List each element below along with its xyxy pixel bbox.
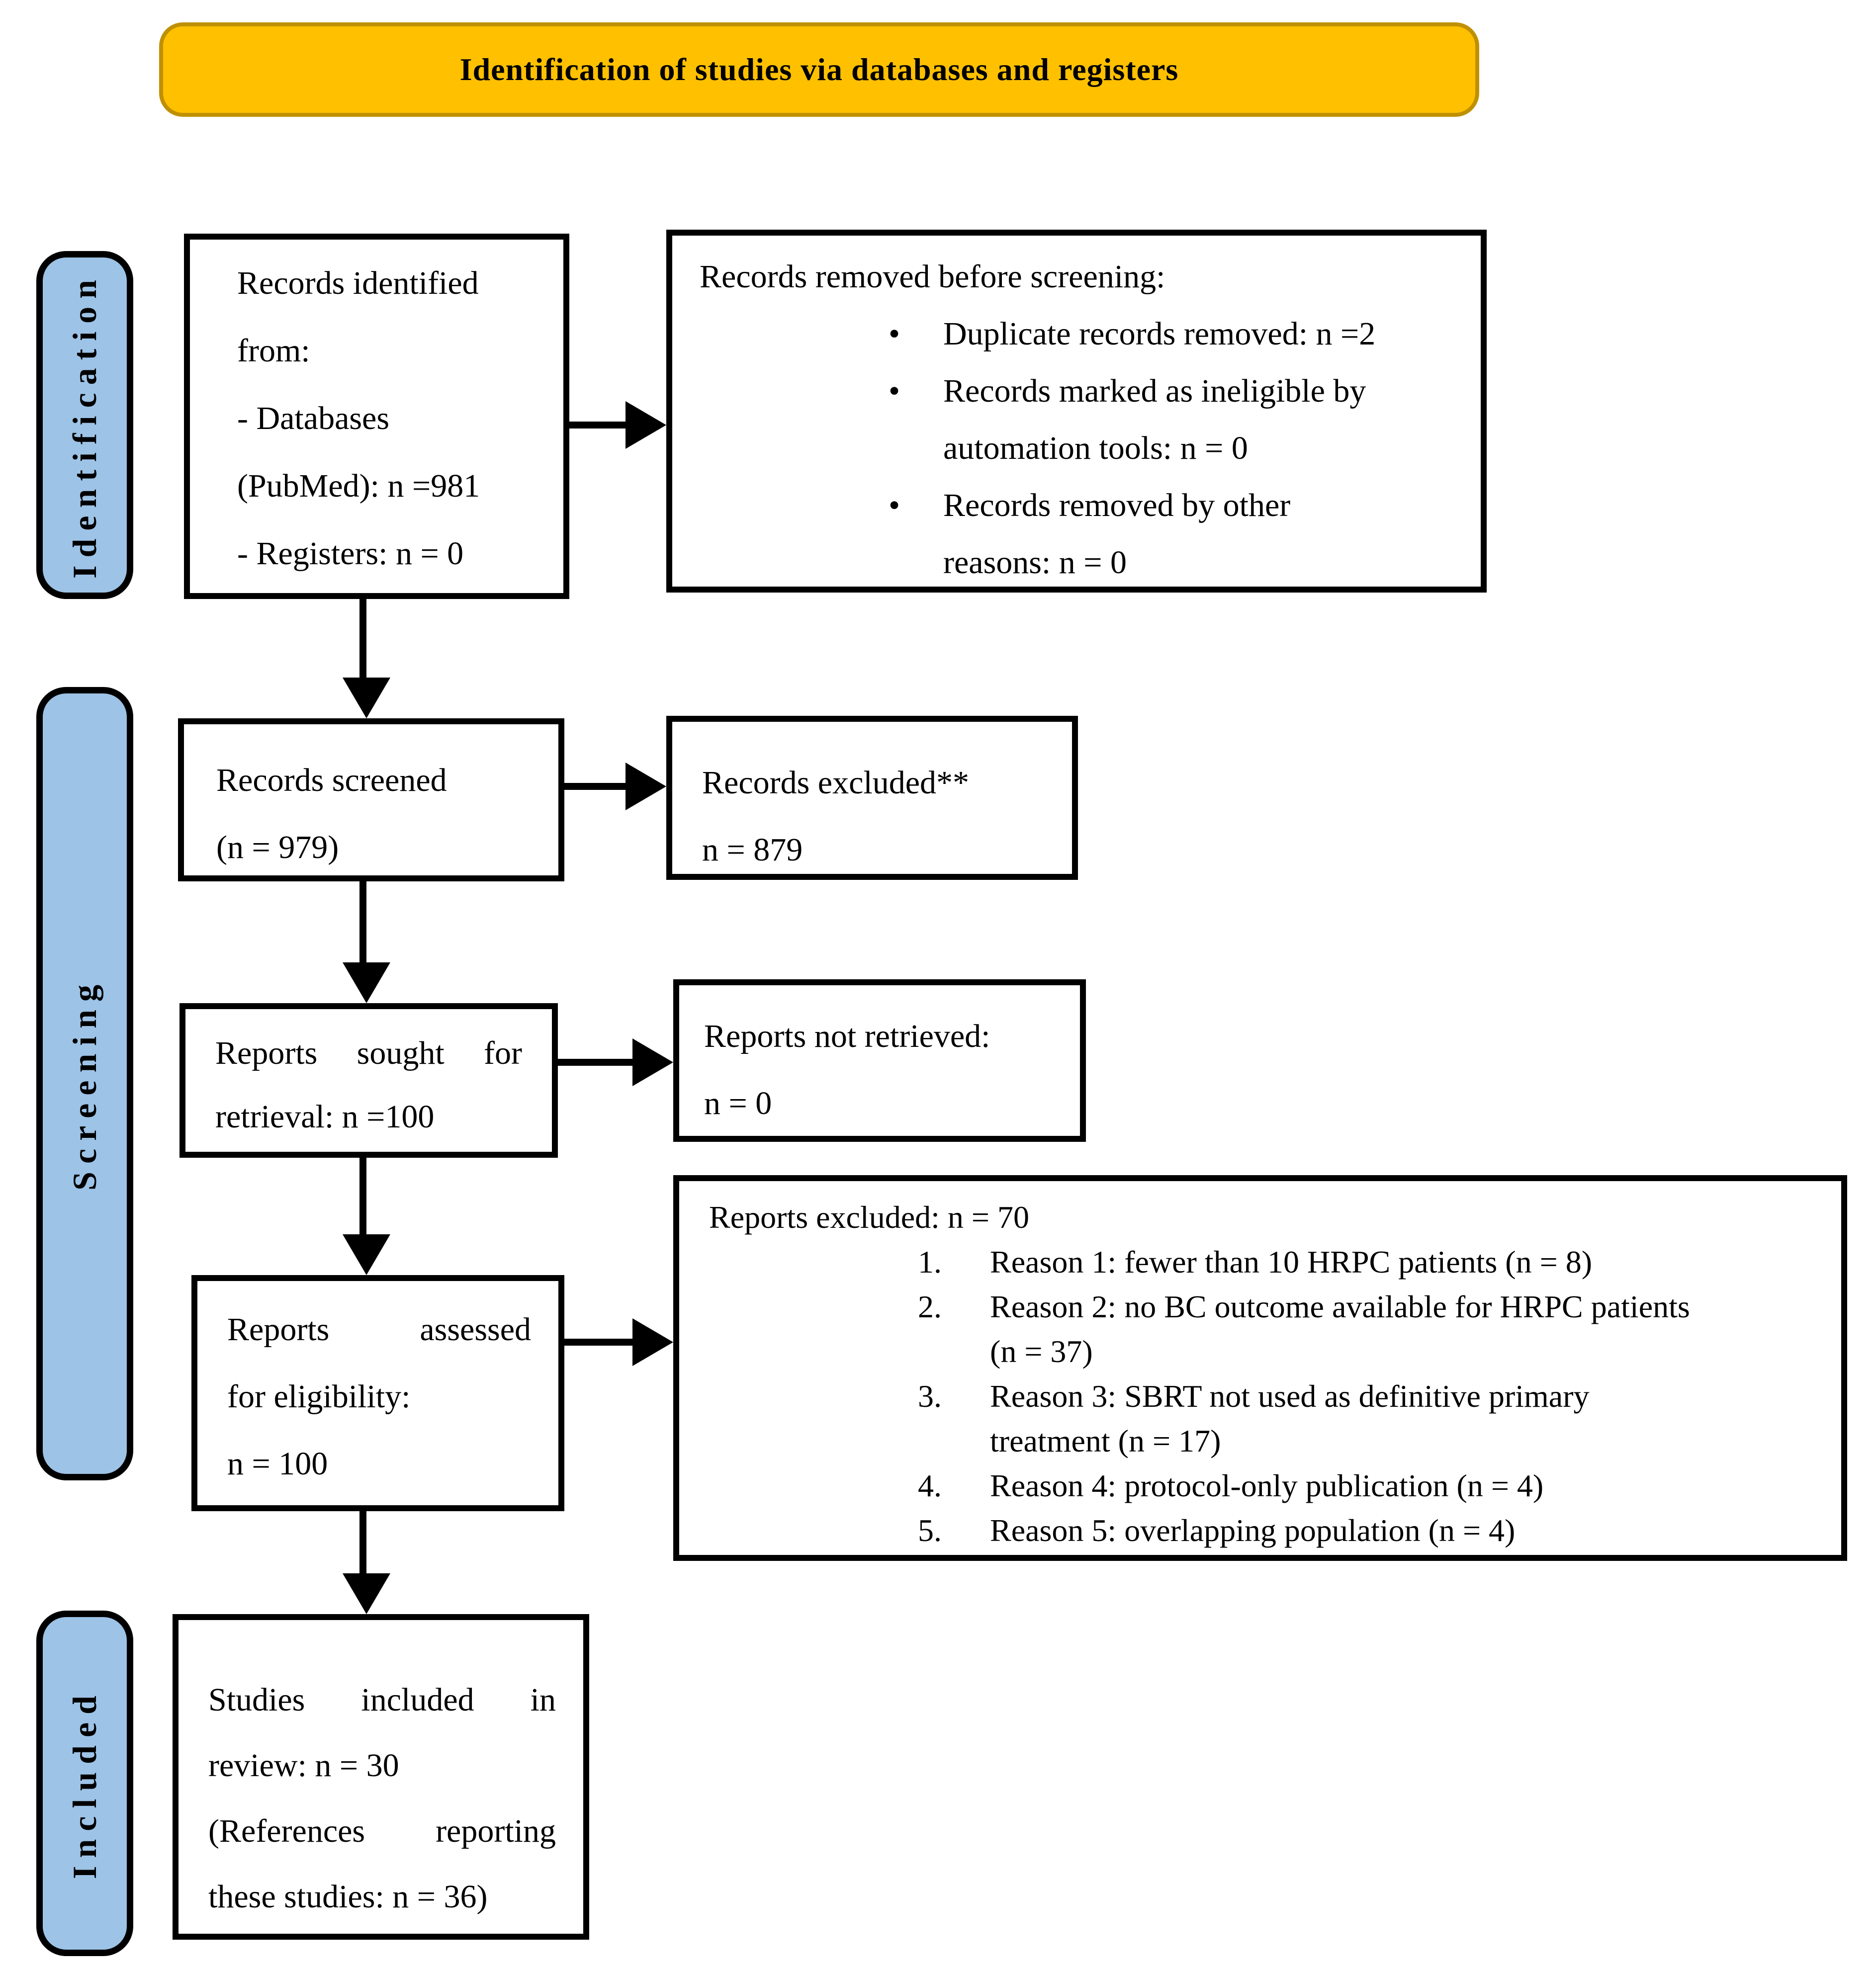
box-records-removed: Records removed before screening: • Dupl… [666,230,1487,593]
records-removed-bullet: • Records marked as ineligible by automa… [889,362,1461,477]
box-records-screened: Records screened (n = 979) [178,718,564,881]
reports-excluded-title: Reports excluded: n = 70 [709,1200,1029,1235]
records-identified-line: from: [237,333,310,369]
arrow-assessed-to-included [359,1511,366,1576]
reports-assessed-line: n = 100 [227,1446,328,1482]
bullet-line: automation tools: n = 0 [943,430,1248,466]
reports-not-retrieved-line: n = 0 [704,1085,772,1121]
records-removed-bullet: • Records removed by other reasons: n = … [889,477,1461,591]
item-line: Reason 4: protocol-only publication (n =… [990,1468,1544,1503]
item-line: treatment (n = 17) [990,1423,1221,1458]
stage-label-included-text: Included [66,1688,103,1879]
reports-not-retrieved-line: Reports not retrieved: [704,1018,990,1054]
records-screened-line: Records screened [216,762,447,798]
bullet-line: Records marked as ineligible by [943,373,1366,409]
arrowhead-right-icon [632,1038,673,1086]
records-identified-line: - Databases [237,400,390,436]
stage-label-screening: Screening [36,687,133,1480]
item-number: 3. [918,1378,942,1414]
item-line: Reason 3: SBRT not used as definitive pr… [990,1378,1590,1414]
reports-assessed-line: for eligibility: [227,1378,411,1415]
item-text: Reason 1: fewer than 10 HRPC patients (n… [990,1240,1811,1285]
item-text: Reason 2: no BC outcome available for HR… [990,1285,1811,1374]
box-reports-not-retrieved: Reports not retrieved: n = 0 [673,979,1086,1142]
arrowhead-down-icon [343,1234,390,1275]
records-identified-line: (PubMed): n =981 [237,468,480,504]
bullet-line: Records removed by other [943,487,1291,523]
arrowhead-right-icon [632,1318,673,1366]
arrow-sought-to-assessed [359,1158,366,1236]
arrow-identified-to-screened [359,599,366,681]
studies-included-line: (References reporting [208,1813,556,1849]
bullet-icon: • [889,373,900,409]
stage-label-identification: Identification [36,251,133,599]
item-line: Reason 1: fewer than 10 HRPC patients (n… [990,1244,1592,1280]
bullet-text: Duplicate records removed: n =2 [943,305,1461,362]
box-reports-excluded: Reports excluded: n = 70 1. Reason 1: fe… [673,1175,1847,1561]
arrowhead-down-icon [343,962,390,1003]
arrowhead-right-icon [625,401,666,449]
records-removed-bullet: • Duplicate records removed: n =2 [889,305,1461,362]
item-line: (n = 37) [990,1334,1093,1369]
arrowhead-right-icon [625,763,666,810]
header-banner: Identification of studies via databases … [159,22,1479,117]
records-excluded-line: n = 879 [702,832,803,868]
studies-included-line: review: n = 30 [208,1747,399,1784]
reports-sought-line: retrieval: n =100 [215,1099,435,1135]
bullet-text: Records marked as ineligible by automati… [943,362,1461,477]
records-screened-line: (n = 979) [216,829,339,865]
records-removed-title: Records removed before screening: [700,258,1165,295]
records-excluded-line: Records excluded** [702,765,969,801]
stage-label-included: Included [36,1611,133,1956]
item-line: Reason 2: no BC outcome available for HR… [990,1289,1690,1324]
arrowhead-down-icon [343,678,390,718]
arrow-screened-to-excluded [563,783,627,790]
box-reports-assessed: Reports assessed for eligibility: n = 10… [191,1275,564,1511]
arrowhead-down-icon [343,1573,390,1614]
bullet-line: reasons: n = 0 [943,544,1127,581]
reports-excluded-item: 2. Reason 2: no BC outcome available for… [918,1285,1811,1374]
records-identified-line: - Registers: n = 0 [237,535,464,572]
bullet-text: Records removed by other reasons: n = 0 [943,477,1461,591]
item-number: 5. [918,1513,942,1548]
box-records-excluded: Records excluded** n = 879 [666,716,1078,880]
item-line: Reason 5: overlapping population (n = 4) [990,1513,1516,1548]
records-identified-line: Records identified [237,265,479,301]
box-records-identified: Records identified from: - Databases (Pu… [184,234,569,599]
reports-excluded-item: 4. Reason 4: protocol-only publication (… [918,1463,1811,1508]
item-number: 1. [918,1244,942,1280]
item-text: Reason 5: overlapping population (n = 4) [990,1508,1811,1553]
reports-excluded-item: 5. Reason 5: overlapping population (n =… [918,1508,1811,1553]
studies-included-line: Studies included in [208,1682,556,1718]
stage-label-identification-text: Identification [66,271,103,579]
studies-included-line: these studies: n = 36) [208,1879,488,1915]
bullet-icon: • [889,487,900,523]
header-title: Identification of studies via databases … [459,52,1179,87]
reports-sought-line: Reports sought for [215,1035,522,1071]
arrow-assessed-to-excluded [564,1339,634,1346]
reports-assessed-line: Reports assessed [227,1311,531,1348]
reports-excluded-item: 3. Reason 3: SBRT not used as definitive… [918,1374,1811,1463]
reports-excluded-item: 1. Reason 1: fewer than 10 HRPC patients… [918,1240,1811,1285]
arrow-sought-to-not-retrieved [558,1059,634,1066]
item-number: 4. [918,1468,942,1503]
item-text: Reason 3: SBRT not used as definitive pr… [990,1374,1811,1463]
arrow-screened-to-sought [359,881,366,965]
box-studies-included: Studies included in review: n = 30 (Refe… [173,1614,589,1940]
bullet-line: Duplicate records removed: n =2 [943,316,1376,352]
arrow-identified-to-removed [569,422,627,429]
item-text: Reason 4: protocol-only publication (n =… [990,1463,1811,1508]
stage-label-screening-text: Screening [66,977,103,1191]
item-number: 2. [918,1289,942,1324]
box-reports-sought: Reports sought for retrieval: n =100 [179,1003,558,1158]
bullet-icon: • [889,316,900,352]
